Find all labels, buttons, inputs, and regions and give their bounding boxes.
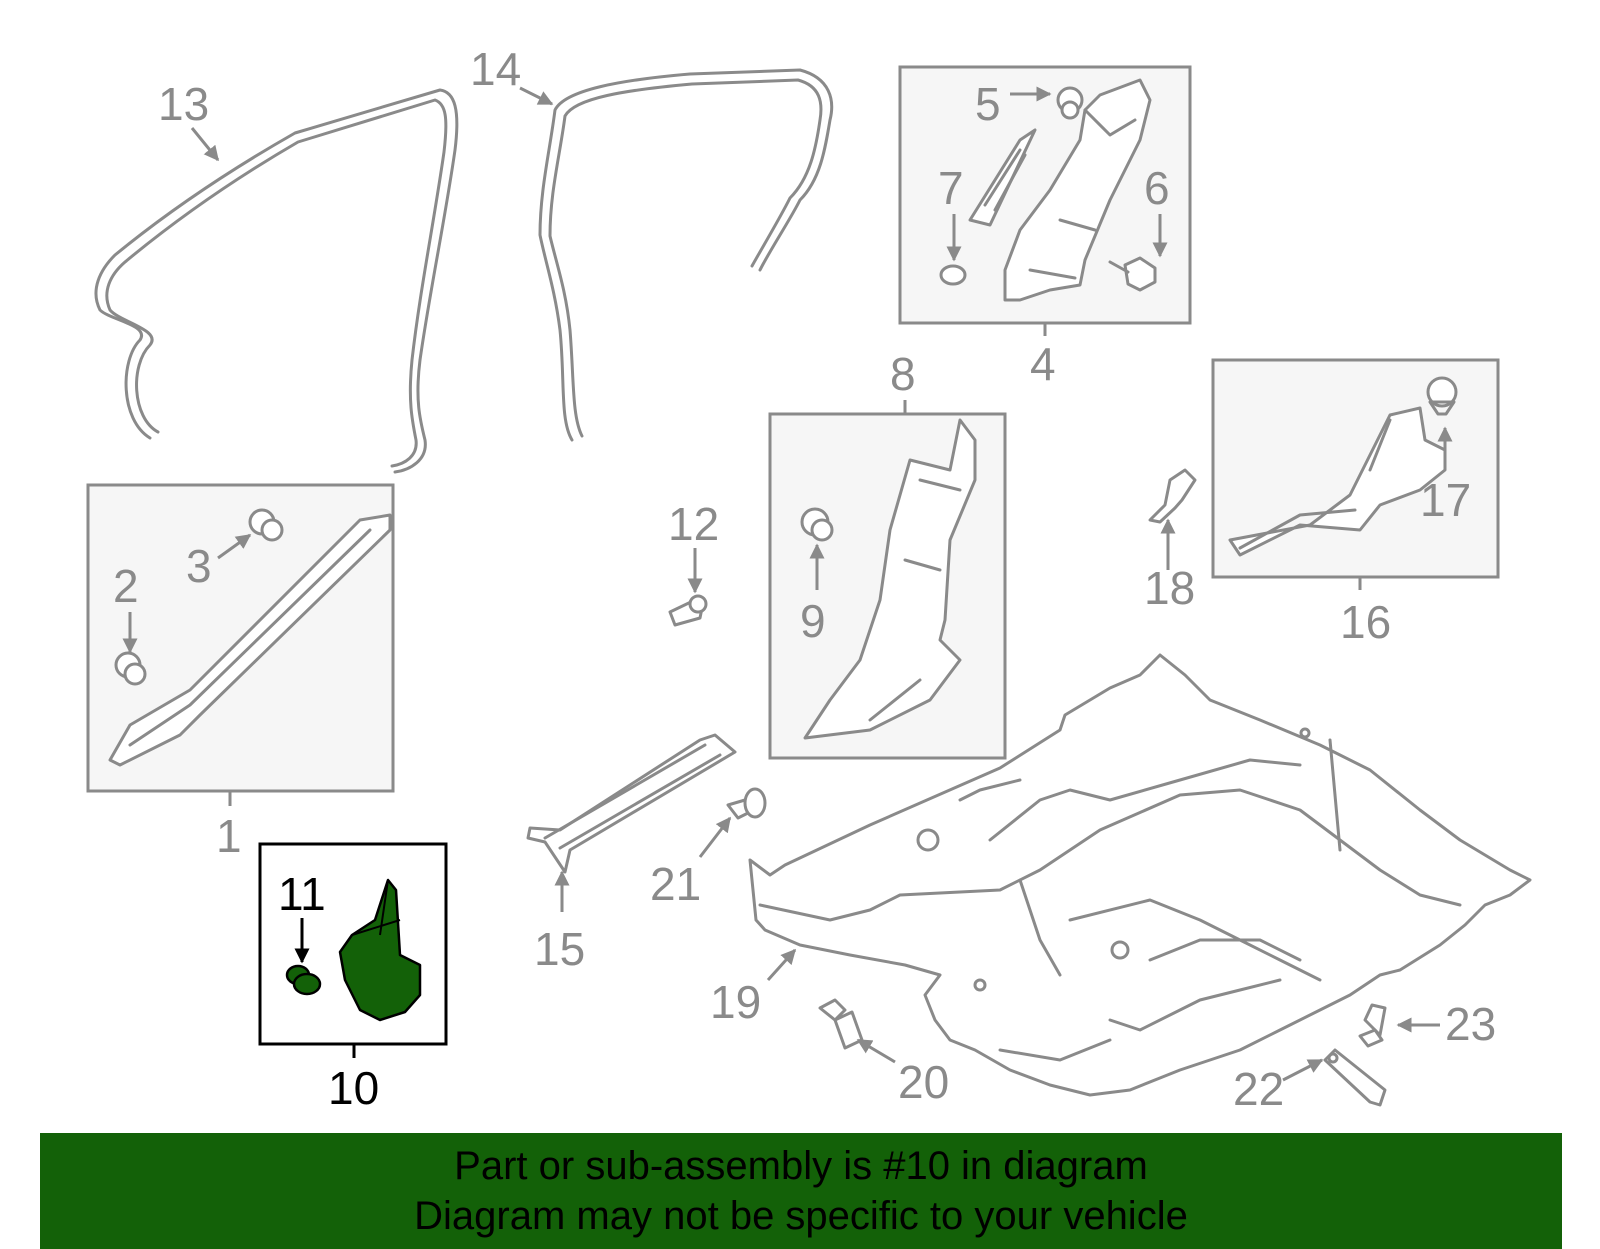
callout-6: 6: [1144, 162, 1170, 214]
pin-12: [668, 594, 708, 627]
clip-5: [1056, 86, 1084, 120]
callout-23: 23: [1445, 998, 1496, 1050]
highlighted-part-10: [338, 878, 422, 1022]
callout-16: 16: [1340, 596, 1391, 648]
callout-14: 14: [470, 43, 521, 95]
callout-2: 2: [113, 560, 139, 612]
clip-9: [800, 507, 834, 542]
banner-part-text: Part or sub-assembly is #10 in diagram: [454, 1144, 1148, 1188]
clip-3: [248, 508, 284, 542]
door-weatherstrip-rear: [538, 68, 834, 442]
info-banner: Part or sub-assembly is #10 in diagram D…: [40, 1133, 1562, 1249]
callout-3: 3: [186, 540, 212, 592]
callout-18: 18: [1144, 562, 1195, 614]
clip-11: [285, 964, 322, 996]
clip-17: [1426, 376, 1458, 416]
clip-20: [818, 998, 864, 1050]
scuff-plate: [526, 733, 737, 874]
callout-15: 15: [534, 923, 585, 975]
callout-13: 13: [158, 78, 209, 130]
center-pillar-trim-lower: [803, 418, 977, 740]
floor-carpet: [748, 653, 1532, 1097]
bracket-18: [1148, 468, 1197, 524]
callout-9: 9: [800, 595, 826, 647]
banner-disclaimer-text: Diagram may not be specific to your vehi…: [414, 1194, 1188, 1238]
callout-17: 17: [1420, 474, 1471, 526]
callout-20: 20: [898, 1056, 949, 1108]
callout-12: 12: [668, 498, 719, 550]
clip-2: [114, 651, 147, 686]
callout-10: 10: [328, 1062, 379, 1114]
washer-7: [939, 264, 967, 286]
door-weatherstrip-front: [94, 88, 459, 474]
callout-7: 7: [938, 162, 964, 214]
clip-21: [726, 787, 767, 820]
clip-23: [1358, 1003, 1387, 1048]
callout-4: 4: [1030, 338, 1056, 390]
callout-22: 22: [1233, 1063, 1284, 1115]
strap-22: [1323, 1048, 1387, 1107]
bolt-6: [1108, 256, 1157, 292]
callout-19: 19: [710, 976, 761, 1028]
callout-21: 21: [650, 858, 701, 910]
front-pillar-trim: [108, 513, 392, 767]
callout-11: 11: [278, 868, 326, 920]
center-pillar-trim-upper: [968, 78, 1152, 302]
callout-5: 5: [975, 78, 1001, 130]
callout-1: 1: [216, 810, 242, 862]
callout-8: 8: [890, 348, 916, 400]
